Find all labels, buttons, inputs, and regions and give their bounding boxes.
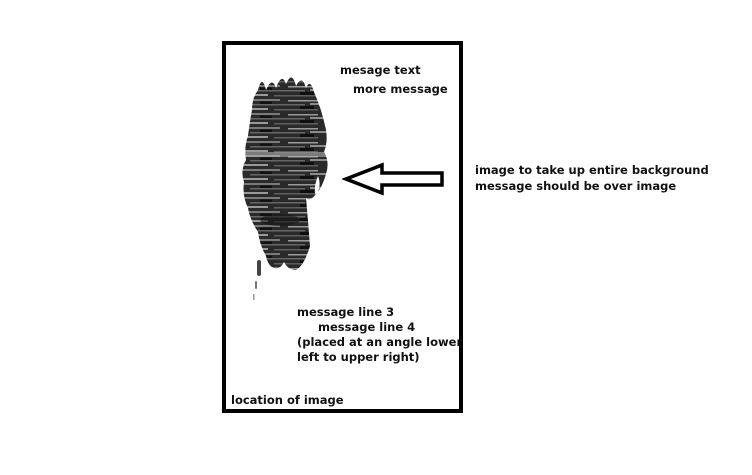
message-line-3-label: message line 3 — [297, 305, 395, 319]
angle-note-line-2: left to upper right) — [297, 350, 420, 364]
more-message-label: more message — [353, 82, 448, 96]
note-line-2: message should be over image — [475, 179, 677, 193]
note-line-1: image to take up entire background — [475, 163, 709, 177]
left-arrow-icon — [342, 162, 444, 196]
message-text-label: mesage text — [340, 63, 421, 77]
location-of-image-label: location of image — [231, 393, 344, 407]
angle-note-line-1: (placed at an angle lower — [297, 335, 463, 349]
textured-image-blob — [242, 77, 328, 300]
message-line-4-label: message line 4 — [318, 320, 416, 334]
